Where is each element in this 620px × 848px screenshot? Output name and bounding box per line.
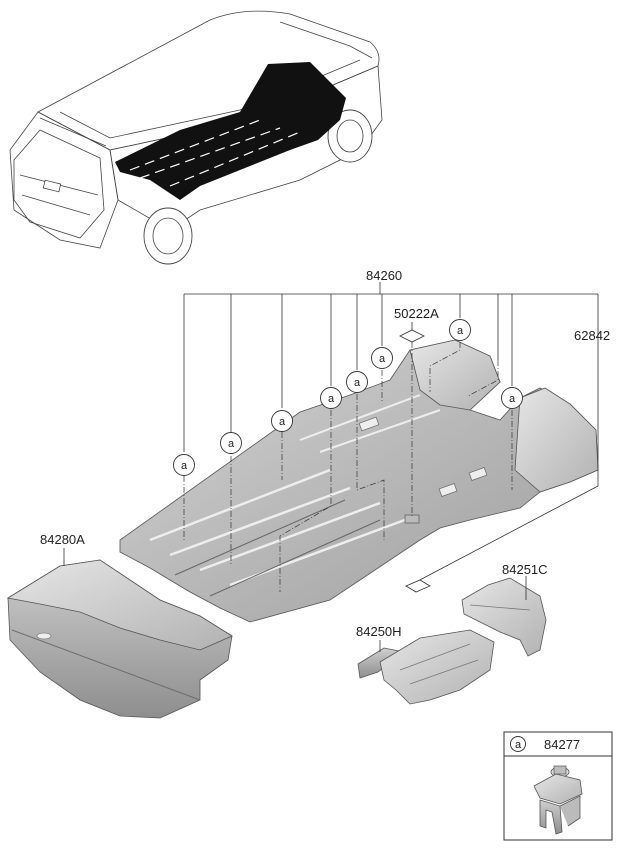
floor-part-84250H — [357, 629, 495, 705]
part-62842-clip — [405, 579, 431, 593]
clip-50222A — [399, 329, 425, 343]
clip-fastener-84277 — [533, 765, 583, 835]
cargo-carpet-84280A — [6, 559, 233, 719]
callout-a-7: a — [449, 319, 471, 341]
callout-a-3: a — [271, 410, 293, 432]
callout-a-1: a — [173, 454, 195, 476]
callout-a-4-letter: a — [328, 393, 335, 405]
legend-letter: a — [515, 739, 522, 751]
legend-callout-circle — [510, 736, 526, 752]
callout-a-2-letter: a — [228, 438, 235, 450]
callout-a-8-letter: a — [509, 393, 516, 405]
floor-carpet-84260 — [119, 339, 599, 623]
callout-a-7-letter: a — [457, 325, 464, 337]
callout-a-1-letter: a — [181, 460, 188, 472]
callout-a-6: a — [371, 347, 393, 369]
label-84280A: 84280A — [40, 532, 85, 547]
label-62842: 62842 — [574, 328, 610, 343]
label-84251C: 84251C — [502, 562, 548, 577]
callout-a-4: a — [320, 387, 342, 409]
callout-a-2: a — [220, 432, 242, 454]
label-50222A: 50222A — [394, 306, 439, 321]
legend-box: a 84277 — [503, 731, 613, 841]
floor-part-84251C — [461, 577, 547, 657]
callout-a-3-letter: a — [279, 416, 286, 428]
label-84250H: 84250H — [356, 624, 402, 639]
callout-a-6-letter: a — [379, 353, 386, 365]
label-84260: 84260 — [366, 268, 402, 283]
legend-part-number: 84277 — [544, 737, 580, 752]
vehicle-illustration — [9, 10, 383, 265]
highlighted-floor-carpet — [115, 62, 346, 200]
callout-a-5: a — [346, 371, 368, 393]
callout-a-8: a — [501, 387, 523, 409]
callout-a-5-letter: a — [354, 377, 361, 389]
leader-lines — [63, 282, 599, 652]
